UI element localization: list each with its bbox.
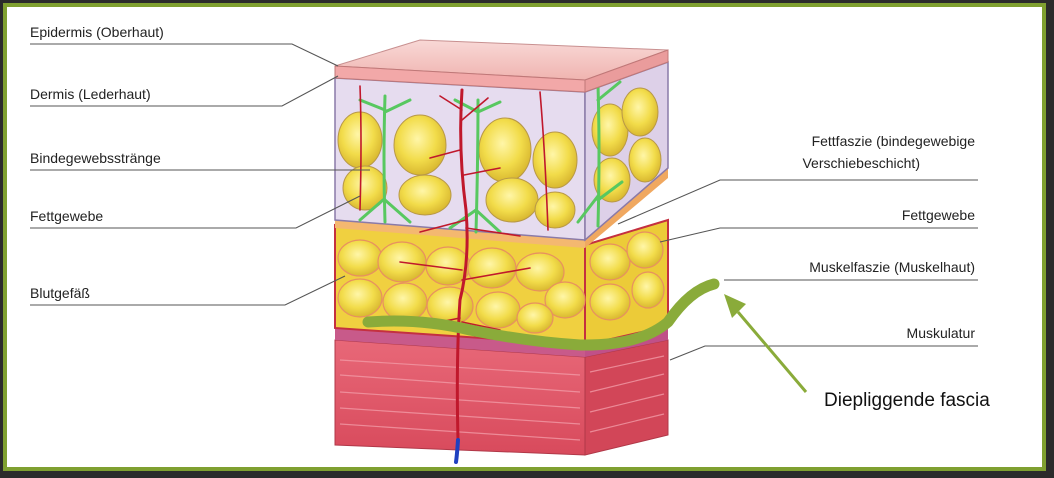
label-muscle-fascia: Muskelfaszie (Muskelhaut) [809,259,975,275]
tissue-block [335,40,714,462]
label-connective-strands: Bindegewebsstränge [30,150,161,166]
label-dermis: Dermis (Lederhaut) [30,86,151,102]
annotation-arrow [724,294,806,392]
label-blood-vessel: Blutgefäß [30,285,90,301]
label-fat-fascia-line2: Verschiebeschicht) [802,155,920,171]
label-fat-tissue-left: Fettgewebe [30,208,103,224]
label-fat-tissue-right: Fettgewebe [902,207,975,223]
label-epidermis: Epidermis (Oberhaut) [30,24,164,40]
label-fat-fascia-line1: Fettfaszie (bindegewebige [812,133,976,149]
label-musculature: Muskulatur [907,325,976,341]
annotation-deep-fascia: Diepliggende fascia [824,390,990,411]
